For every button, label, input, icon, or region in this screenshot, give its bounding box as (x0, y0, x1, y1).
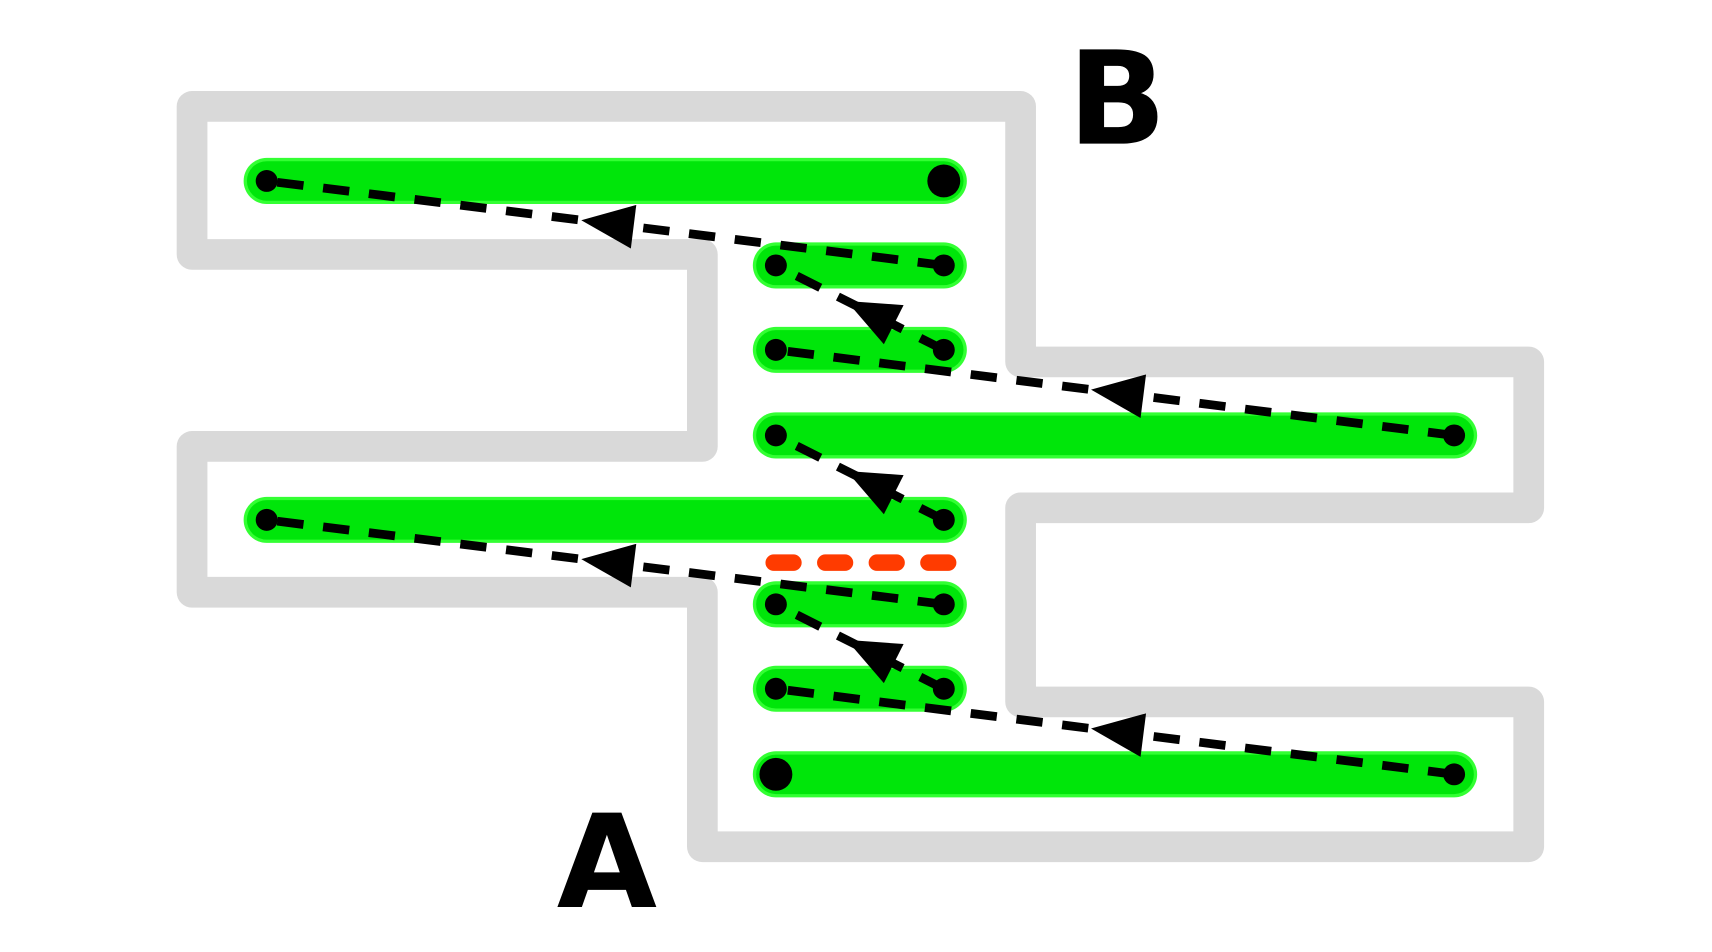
endpoint-dot (932, 677, 955, 700)
end-point (927, 164, 961, 198)
arrowhead-icon (846, 639, 904, 684)
path-arrows-group (266, 176, 1455, 779)
endpoint-dot (764, 254, 787, 277)
arrowhead-icon (581, 543, 637, 588)
arrowhead-icon (846, 471, 904, 515)
start-point (759, 757, 793, 791)
arrowhead-icon (846, 301, 904, 345)
endpoint-dot (932, 338, 955, 361)
endpoint-dot (1443, 424, 1466, 447)
endpoint-dot (764, 338, 787, 361)
arrowhead-icon (1091, 374, 1147, 418)
endpoint-dot (932, 254, 955, 277)
endpoint-dot (1443, 763, 1466, 786)
endpoint-dot (932, 508, 955, 531)
endpoint-dot (255, 508, 278, 531)
region-outline (176, 91, 1545, 863)
endpoint-dot (764, 424, 787, 447)
label-a: A (557, 787, 657, 938)
endpoints-group (255, 164, 1466, 791)
endpoint-dot (932, 593, 955, 616)
label-b: B (1068, 24, 1167, 175)
arrowhead-icon (1091, 713, 1147, 757)
arrowhead-icon (581, 204, 637, 249)
endpoint-dot (255, 170, 278, 192)
endpoint-dot (764, 593, 787, 616)
endpoint-dot (764, 677, 787, 700)
